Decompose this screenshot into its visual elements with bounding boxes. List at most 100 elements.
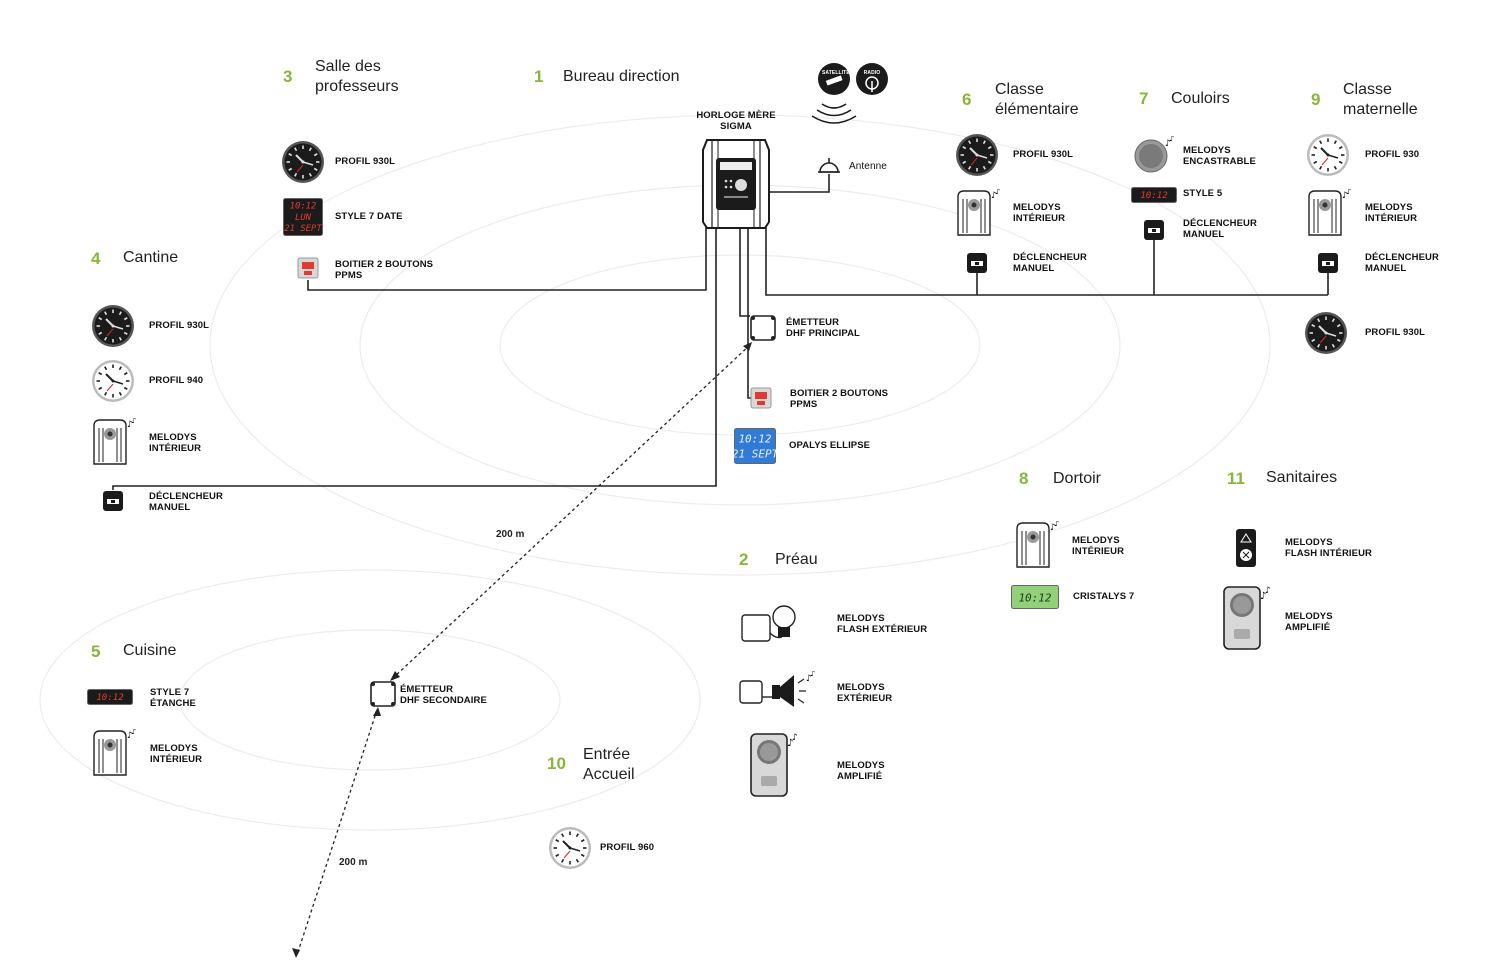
device-label-line2: INTÉRIEUR [1013,212,1066,224]
svg-text:10:12: 10:12 [290,202,317,212]
device-label-line1: MELODYS [837,613,885,624]
device-label-line1: BOITIER 2 BOUTONS [335,259,434,270]
radio-badge-icon [856,63,888,95]
device-label: CRISTALYS 7 [1073,591,1135,603]
svg-text:♪: ♪ [1050,523,1056,533]
zone-number: 8 [1019,469,1029,488]
zone-name: Bureau direction [563,68,680,85]
device-label-line2: MANUEL [1365,262,1407,274]
zone-name-line1: Salle des [315,58,381,75]
device-label-line1: MELODYS [1183,145,1231,156]
device-label-line2: INTÉRIEUR [1365,212,1418,224]
zone-name: Classe maternelle [1343,80,1418,120]
svg-text:♪: ♪ [991,191,997,201]
svg-text:10:12: 10:12 [738,432,771,445]
wire-cantine [112,225,717,490]
clock-dark-icon [954,132,1000,183]
master-clock-title-line1: HORLOGE MÈRE [696,110,776,121]
clock-white-icon [547,825,593,876]
antenna-label: Antenne [849,161,887,172]
svg-text:21 SEPT: 21 SEPT [284,224,322,234]
device-label-line1: MELODYS [1285,611,1333,622]
device-label: STYLE 7 DATE [335,211,403,223]
master-clock-title: HORLOGE MÈRE SIGMA [686,110,786,132]
svg-text:♪: ♪ [787,738,793,749]
speaker-indoor-icon: ♪♪ [90,727,136,784]
svg-text:♪: ♪ [810,671,815,678]
master-clock-icon [702,139,770,229]
speaker-indoor-icon: ♪♪ [1305,187,1351,244]
zone-name-line1: Classe [1343,81,1392,98]
device-label-line2: MANUEL [149,501,191,513]
speaker-indoor-icon: ♪♪ [954,187,1000,244]
svg-text:♪: ♪ [1169,136,1174,143]
clock-dark-icon [1303,310,1349,361]
svg-text:21 SEPT: 21 SEPT [734,447,776,460]
arrowhead-down-secondaire [390,671,400,681]
device-label-line2: AMPLIFIÉ [1285,621,1331,633]
flash-outdoor-icon [740,603,800,654]
signal-waves-icon [811,103,857,124]
wire-emetteur-principal [739,225,750,317]
device-label: OPALYS ELLIPSE [789,440,870,452]
device-label-line1: MELODYS [1285,537,1333,548]
device-label-line2: FLASH INTÉRIEUR [1285,547,1372,559]
transmitter-icon [369,680,397,713]
device-label-line1: STYLE 7 [150,687,190,698]
clock-dark-icon [280,139,326,190]
ppms-box-icon [750,387,772,414]
device-label-line1: PROFIL 930L [149,320,210,331]
device-label-line1: PROFIL 930L [1365,327,1426,338]
zone-name-line2: professeurs [315,78,399,95]
zone-name: Salle des professeurs [315,57,399,97]
svg-text:♪: ♪ [131,729,136,736]
speaker-round-icon: ♪♪ [1133,134,1175,179]
speaker-amplified-icon: ♪♪ [1222,585,1272,656]
device-label-line1: CRISTALYS 7 [1073,591,1135,602]
svg-text:♪: ♪ [806,674,812,684]
zone-name: Dortoir [1053,470,1102,487]
device-label-line1: MELODYS [149,432,197,443]
svg-text:♪: ♪ [1260,591,1266,602]
satellite-badge-icon [818,63,850,95]
svg-text:♪: ♪ [1265,586,1271,596]
arrowhead-up-secondaire [373,707,381,716]
device-label-line1: MELODYS [1013,202,1061,213]
device-label-line2: INTÉRIEUR [150,753,203,765]
device-label-line1: DÉCLENCHEUR [1183,218,1257,229]
trigger-icon [1317,252,1339,279]
trigger-icon [102,490,124,517]
device-label-line1: BOITIER 2 BOUTONS [790,388,889,399]
wireless-link-secondaire-out [296,709,378,956]
distance-label-first: 200 m [496,529,525,540]
zone-name-line2: maternelle [1343,101,1418,118]
device-label: PROFIL 940 [149,375,203,387]
device-label-line2: ENCASTRABLE [1183,155,1256,167]
svg-text:10:12: 10:12 [96,693,123,703]
zone-number: 9 [1311,90,1321,109]
device-label-line1: PROFIL 960 [600,842,655,853]
device-label: PROFIL 930L [1013,149,1073,161]
trigger-icon [1143,219,1165,246]
wire-antenna [769,174,830,193]
device-label-line1: PROFIL 930 [1365,149,1420,160]
zone-number: 4 [91,249,101,268]
svg-text:♪: ♪ [127,731,133,741]
wire-salle-professeurs [307,225,707,291]
led-small-icon: 10:12 [1131,187,1177,208]
arrowhead-up-principal [743,342,752,351]
device-label-line1: ÉMETTEUR [400,684,454,695]
device-label-line1: MELODYS [1365,202,1413,213]
